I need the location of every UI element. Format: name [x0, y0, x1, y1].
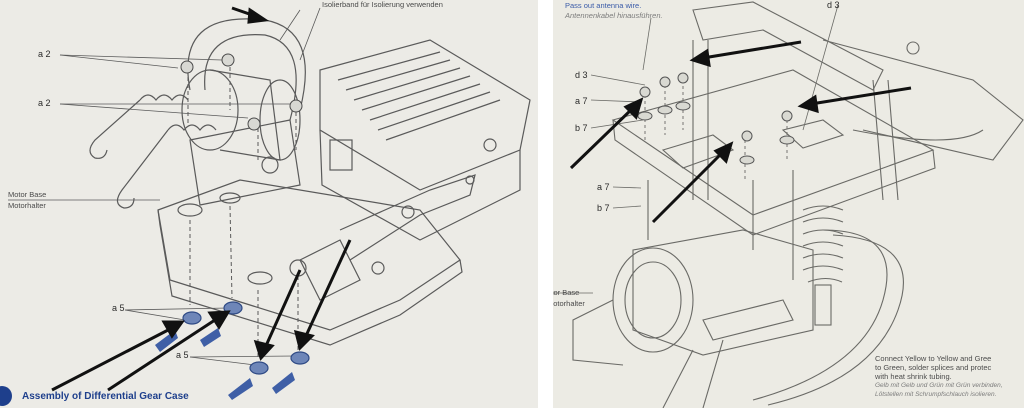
- label-motor-base-de: Motorhalter: [553, 299, 585, 308]
- label-motor-base-en: Motor Base: [553, 288, 580, 297]
- antenna-note-en: Pass out antenna wire.: [565, 1, 642, 10]
- label-motor-base-en: Motor Base: [8, 190, 47, 199]
- connect-note-line-3: with heat shrink tubing.: [875, 372, 952, 381]
- label-motor-base-de: Motorhalter: [8, 201, 46, 210]
- connect-note-de-1: Gelb mit Gelb und Grün mit Grün verbinde…: [875, 382, 1003, 389]
- label-a2-mid: a 2: [38, 98, 51, 108]
- antenna-note-de: Antennenkabel hinausführen.: [565, 11, 663, 20]
- connect-note-line-1: Connect Yellow to Yellow and Gree: [875, 354, 992, 363]
- left-diagram-drawing: [8, 6, 531, 400]
- label-a7-mid: a 7: [597, 182, 610, 192]
- connect-note-de-2: Lötstellen mit Schrumpfschlauch isoliere…: [875, 391, 997, 398]
- label-a5-bottom: a 5: [176, 350, 189, 360]
- connect-wires-note: Connect Yellow to Yellow and Gree to Gre…: [875, 354, 1003, 399]
- insulation-note: Isolierband für Isolierung verwenden: [322, 0, 443, 9]
- right-assembly-panel: Pass out antenna wire. Antennenkabel hin…: [553, 0, 1024, 408]
- step-marker-icon: [0, 386, 12, 406]
- label-b7-top: b 7: [575, 123, 588, 133]
- left-assembly-panel: Isolierband für Isolierung verwenden a 2…: [0, 0, 538, 408]
- label-a2-top: a 2: [38, 49, 51, 59]
- label-a7-top: a 7: [575, 96, 588, 106]
- label-a5-left: a 5: [112, 303, 125, 313]
- label-d3-left: d 3: [575, 70, 588, 80]
- connect-note-line-2: to Green, solder splices and protec: [875, 363, 992, 372]
- right-diagram-drawing: [553, 1, 1024, 408]
- label-b7-mid: b 7: [597, 203, 610, 213]
- label-d3-top: d 3: [827, 0, 840, 10]
- section-caption: Assembly of Differential Gear Case: [22, 391, 189, 402]
